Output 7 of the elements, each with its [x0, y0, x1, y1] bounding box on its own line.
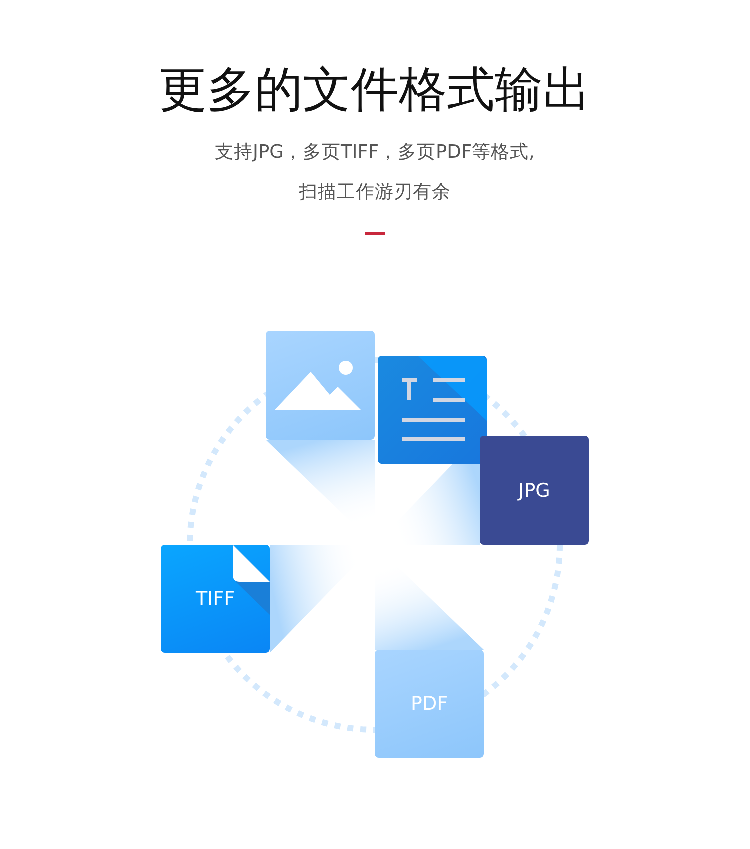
subtitle: 支持JPG，多页TIFF，多页PDF等格式,扫描工作游刃有余: [214, 141, 536, 205]
file-box: JPG: [480, 436, 589, 545]
title: 更多的文件格式输出: [158, 61, 592, 120]
image-icon: [266, 331, 375, 440]
file-box: TIFF: [161, 545, 270, 653]
file-box: PDF: [375, 650, 484, 758]
document-icon: [378, 356, 487, 464]
